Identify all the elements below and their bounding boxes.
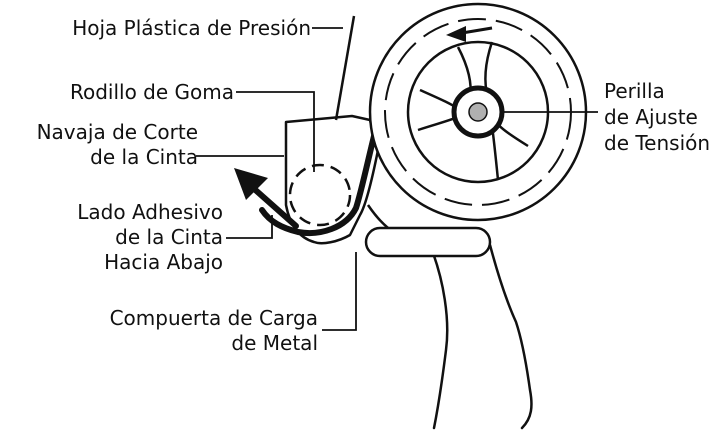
label-adhesive-side-line1: Lado Adhesivo bbox=[77, 200, 223, 224]
label-cutting-blade-line1: Navaja de Corte bbox=[36, 120, 198, 144]
label-adhesive-side-line2: de la Cinta bbox=[115, 225, 223, 249]
tape-direction-arrow bbox=[234, 168, 299, 229]
rubber-roller bbox=[288, 163, 352, 227]
handle bbox=[428, 243, 533, 430]
label-pressure-sheet: Hoja Plástica de Presión bbox=[72, 16, 311, 40]
label-tension-knob-line1: Perilla bbox=[604, 79, 665, 103]
leader-rodillo bbox=[236, 91, 315, 172]
label-tension-knob-line3: de Tensión bbox=[604, 131, 711, 155]
leader-lines bbox=[196, 27, 598, 331]
label-tension-knob: Perilla de Ajuste de Tensión bbox=[604, 78, 710, 156]
leader-lado bbox=[226, 215, 273, 239]
pressure-sheet bbox=[334, 15, 356, 121]
label-cutting-blade: Navaja de Corte de la Cinta bbox=[37, 120, 198, 170]
metal-load-gate bbox=[259, 109, 383, 236]
label-tension-knob-line2: de Ajuste bbox=[604, 105, 698, 129]
label-rubber-roller: Rodillo de Goma bbox=[69, 80, 234, 104]
label-adhesive-side-line3: Hacia Abajo bbox=[104, 250, 223, 274]
grip-bar bbox=[364, 226, 492, 258]
label-cutting-blade-line2: de la Cinta bbox=[90, 145, 198, 169]
arrow-left-icon bbox=[446, 26, 466, 42]
tension-knob bbox=[451, 85, 505, 139]
label-metal-load-gate-line2: de Metal bbox=[231, 331, 318, 355]
leader-compuerta bbox=[322, 252, 357, 331]
label-metal-load-gate-line1: Compuerta de Carga bbox=[109, 306, 318, 330]
label-metal-load-gate: Compuerta de Carga de Metal bbox=[110, 306, 318, 356]
label-adhesive-side: Lado Adhesivo de la Cinta Hacia Abajo bbox=[77, 200, 223, 275]
